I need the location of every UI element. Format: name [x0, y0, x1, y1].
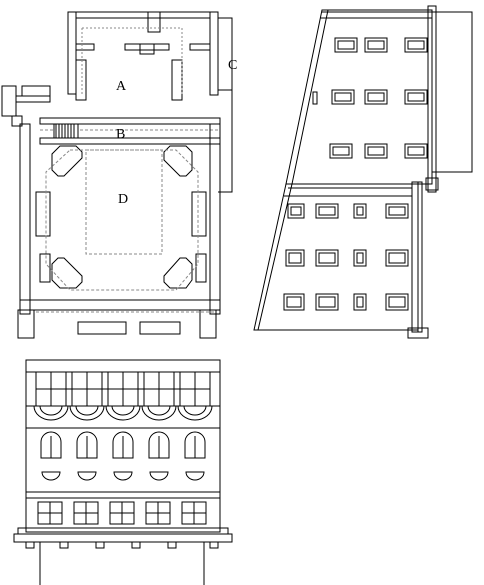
front-elevation: [13, 359, 233, 585]
lower-windows: [283, 203, 409, 311]
left-entrance-block: [1, 85, 51, 127]
hall-d-pillars: [51, 145, 193, 289]
lunette-arches: [33, 405, 213, 421]
floor-plan: [1, 11, 233, 339]
label-room-c: C: [228, 58, 237, 73]
outer-gallery-c: [218, 17, 233, 193]
label-room-d: D: [118, 192, 128, 207]
ground-windows: [37, 501, 207, 525]
upper-block-walls: [67, 11, 219, 101]
upper-windows: [312, 37, 428, 159]
oval-windows: [41, 471, 205, 481]
arched-windows: [40, 431, 206, 459]
label-room-a: A: [116, 79, 127, 94]
upper-facade-block: [285, 5, 473, 193]
lower-facade-block: [253, 181, 429, 339]
perspective-facade: [253, 5, 473, 339]
base-brackets: [25, 541, 219, 549]
corridor-b: [39, 117, 221, 145]
attic-level: [35, 371, 211, 407]
hall-d-walls: [17, 123, 221, 339]
stair-hatch: [53, 123, 79, 139]
label-room-b: B: [116, 127, 125, 142]
hall-d-dashed-outline: [36, 149, 216, 313]
